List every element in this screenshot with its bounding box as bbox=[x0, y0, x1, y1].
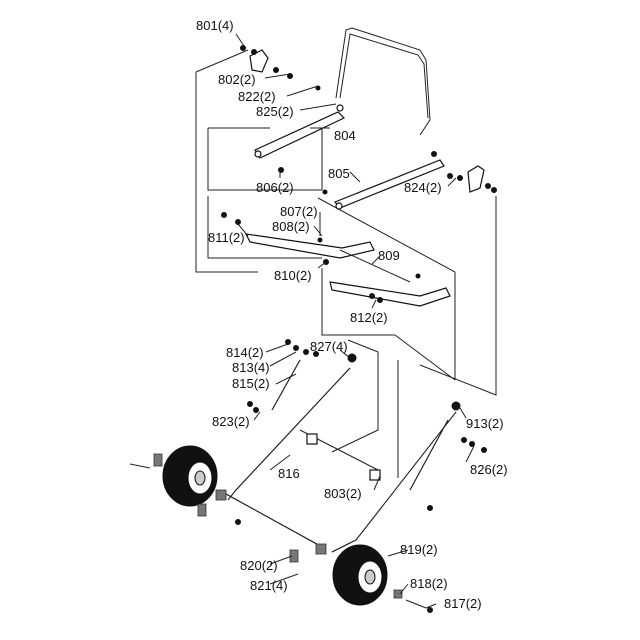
label-817: 817(2) bbox=[444, 596, 482, 611]
assembly-outlines bbox=[195, 49, 497, 478]
label-827: 827(4) bbox=[310, 339, 348, 354]
label-818: 818(2) bbox=[410, 576, 448, 591]
label-811: 811(2) bbox=[208, 230, 245, 245]
label-812: 812(2) bbox=[350, 310, 388, 325]
bracket-809 bbox=[244, 233, 451, 307]
label-824: 824(2) bbox=[404, 180, 442, 195]
label-819: 819(2) bbox=[400, 542, 438, 557]
bracket-804 bbox=[254, 104, 346, 159]
label-821: 821(4) bbox=[250, 578, 288, 593]
gas-spring-815 bbox=[271, 359, 449, 491]
label-825: 825(2) bbox=[256, 104, 294, 119]
label-806: 806(2) bbox=[256, 180, 294, 195]
label-809: 809 bbox=[378, 248, 400, 263]
label-813: 813(4) bbox=[232, 360, 270, 375]
label-807: 807(2) bbox=[280, 204, 318, 219]
label-804: 804 bbox=[334, 128, 356, 143]
label-816: 816 bbox=[278, 466, 300, 481]
wheel-left bbox=[162, 445, 218, 507]
label-820: 820(2) bbox=[240, 558, 278, 573]
label-808: 808(2) bbox=[272, 219, 310, 234]
label-802: 802(2) bbox=[218, 72, 256, 87]
label-803: 803(2) bbox=[324, 486, 362, 501]
bar-805 bbox=[334, 159, 445, 210]
handle-frame bbox=[335, 27, 431, 136]
label-815: 815(2) bbox=[232, 376, 270, 391]
wheel-right bbox=[332, 544, 388, 606]
axle-parts bbox=[129, 453, 427, 609]
label-823: 823(2) bbox=[212, 414, 250, 429]
leader-lines bbox=[235, 33, 475, 609]
label-810: 810(2) bbox=[274, 268, 312, 283]
label-913: 913(2) bbox=[466, 416, 504, 431]
fasteners bbox=[221, 45, 497, 613]
label-805: 805 bbox=[328, 166, 350, 181]
label-801: 801(4) bbox=[196, 18, 234, 33]
frame-816 bbox=[225, 353, 461, 553]
part-labels: 801(4) 802(2) 822(2) 825(2) 804 806(2) 8… bbox=[196, 18, 508, 611]
label-826: 826(2) bbox=[470, 462, 508, 477]
label-822: 822(2) bbox=[238, 89, 276, 104]
plate-824 bbox=[249, 49, 485, 193]
label-814: 814(2) bbox=[226, 345, 264, 360]
